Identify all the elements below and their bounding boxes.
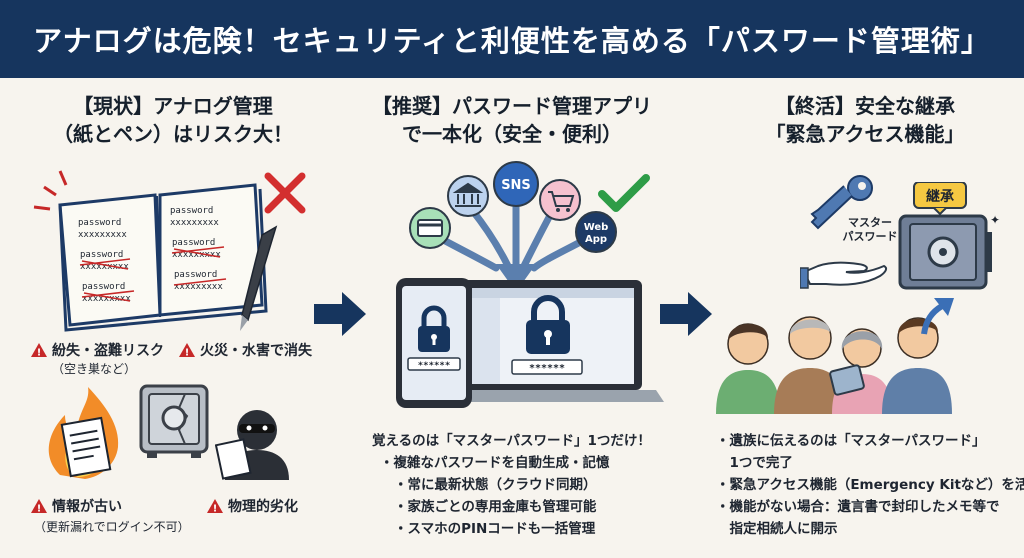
lock-icon — [526, 295, 570, 354]
sns-label: SNS — [501, 178, 531, 193]
middle-title-line2: で一本化（安全・便利） — [402, 122, 622, 146]
warning-icon: ! — [31, 499, 47, 515]
smartphone-icon: ****** — [396, 278, 472, 408]
laptop-icon: ****** — [440, 280, 664, 402]
password-dots: ****** — [418, 361, 451, 371]
list-item: ・緊急アクセス機能（Emergency Kitなど）を活用 — [716, 477, 1024, 493]
cart-icon — [539, 179, 581, 221]
lock-icon — [418, 305, 450, 352]
notebook-text: xxxxxxxxx — [172, 250, 221, 260]
title-banner: アナログは危険！セキュリティと利便性を高める「パスワード管理術」 — [0, 0, 1024, 78]
middle-column-title: 【推奨】パスワード管理アプリ で一本化（安全・便利） — [362, 92, 662, 148]
notebook-text: password — [82, 282, 125, 292]
flow-arrow-icon — [314, 292, 366, 336]
left-title-line2: （紙とペン）はリスク大！ — [53, 122, 293, 146]
benefits-lead: 覚えるのは「マスターパスワード」1つだけ！ — [372, 433, 651, 449]
risk-label: 紛失・盗難リスク — [52, 343, 164, 359]
alert-lines-icon — [33, 170, 68, 211]
upward-arrow-icon — [921, 298, 954, 335]
webapp-icon: Web App — [575, 211, 617, 253]
notebook-text: password — [174, 270, 217, 280]
notebook-text: password — [78, 218, 121, 228]
notebook-text: xxxxxxxxx — [174, 282, 223, 292]
cross-mark-icon — [264, 172, 306, 214]
middle-benefits-list: 覚えるのは「マスターパスワード」1つだけ！ ・複雑なパスワードを自動生成・記憶 … — [372, 430, 651, 540]
notebook-text: password — [172, 238, 215, 248]
card-icon — [409, 207, 451, 249]
thief-icon — [215, 410, 289, 480]
webapp-label: App — [585, 234, 607, 245]
key-label-line: パスワード — [842, 230, 898, 243]
svg-text:!: ! — [213, 504, 218, 515]
inherit-badge: 継承 — [913, 182, 967, 216]
digital-vault-icon: 継承 ✦ — [898, 182, 1000, 290]
badge-label: 継承 — [926, 188, 954, 205]
list-item: 指定相続人に開示 — [716, 521, 838, 537]
burning-document-icon — [48, 387, 119, 479]
key-icon — [810, 175, 873, 230]
left-title-line1: 【現状】アナログ管理 — [73, 94, 273, 118]
check-mark-icon — [598, 174, 650, 212]
list-item: ・常に最新状態（クラウド同期） — [394, 477, 597, 493]
password-dots: ****** — [529, 363, 565, 374]
risk-note: （空き巣など） — [52, 362, 137, 376]
webapp-label: Web — [584, 222, 609, 233]
notebook-text: password — [80, 250, 123, 260]
risk-disaster: ! 火災・水害で消失 — [178, 340, 312, 360]
warning-icon: ! — [207, 499, 223, 515]
risk-label: 火災・水害で消失 — [200, 343, 312, 359]
sns-icon: SNS — [493, 161, 539, 207]
list-item: 1つで完了 — [716, 455, 793, 471]
right-column-title: 【終活】安全な継承 「緊急アクセス機能」 — [730, 92, 1000, 148]
flow-arrow-icon — [660, 292, 712, 336]
svg-text:✦: ✦ — [990, 213, 1000, 227]
key-label: マスター パスワード — [830, 216, 910, 244]
svg-text:!: ! — [37, 348, 42, 359]
list-item: ・複雑なパスワードを自動生成・記憶 — [380, 455, 610, 471]
notebook-text: password — [170, 206, 213, 216]
password-manager-illustration: SNS Web App ****** ****** — [396, 161, 664, 408]
warning-icon: ! — [31, 343, 47, 359]
risk-outdated: ! 情報が古い — [30, 496, 122, 516]
risk-note: （更新漏れでログイン不可） — [34, 520, 190, 534]
page-title: アナログは危険！セキュリティと利便性を高める「パスワード管理術」 — [33, 24, 991, 58]
notebook-illustration: password xxxxxxxxx password xxxxxxxxx pa… — [33, 170, 278, 332]
list-item: ・スマホのPINコードも一括管理 — [394, 521, 596, 537]
svg-text:!: ! — [37, 504, 42, 515]
person-icon — [829, 328, 892, 414]
list-item: ・家族ごとの専用金庫も管理可能 — [394, 499, 597, 515]
person-icon — [774, 316, 844, 414]
risk-label: 情報が古い — [52, 499, 122, 515]
right-title-line1: 【終活】安全な継承 — [775, 94, 955, 118]
hand-icon — [800, 261, 888, 289]
key-label-line: マスター — [848, 216, 892, 229]
damaged-safe-icon — [139, 384, 209, 458]
risk-theft: ! 紛失・盗難リスク — [30, 340, 164, 360]
middle-title-line1: 【推奨】パスワード管理アプリ — [372, 94, 652, 118]
risk-deterioration: ! 物理的劣化 — [206, 496, 298, 516]
list-item: ・機能がない場合：遺言書で封印したメモ等で — [716, 499, 1000, 515]
notebook-text: xxxxxxxxx — [170, 218, 219, 228]
notebook-text: xxxxxxxxx — [78, 230, 127, 240]
list-item: ・遺族に伝えるのは「マスターパスワード」 — [716, 433, 986, 449]
svg-text:!: ! — [185, 348, 190, 359]
right-title-line2: 「緊急アクセス機能」 — [765, 122, 965, 146]
notebook-text: xxxxxxxxx — [80, 262, 129, 272]
warning-icon: ! — [179, 343, 195, 359]
person-icon — [716, 323, 780, 414]
notebook-text: xxxxxxxxx — [82, 294, 131, 304]
pen-icon — [240, 225, 278, 331]
left-column-title: 【現状】アナログ管理 （紙とペン）はリスク大！ — [28, 92, 318, 148]
bank-icon — [447, 175, 489, 217]
family-illustration — [716, 316, 952, 414]
risk-label: 物理的劣化 — [228, 499, 298, 515]
right-steps-list: ・遺族に伝えるのは「マスターパスワード」 1つで完了 ・緊急アクセス機能（Eme… — [716, 430, 1024, 540]
